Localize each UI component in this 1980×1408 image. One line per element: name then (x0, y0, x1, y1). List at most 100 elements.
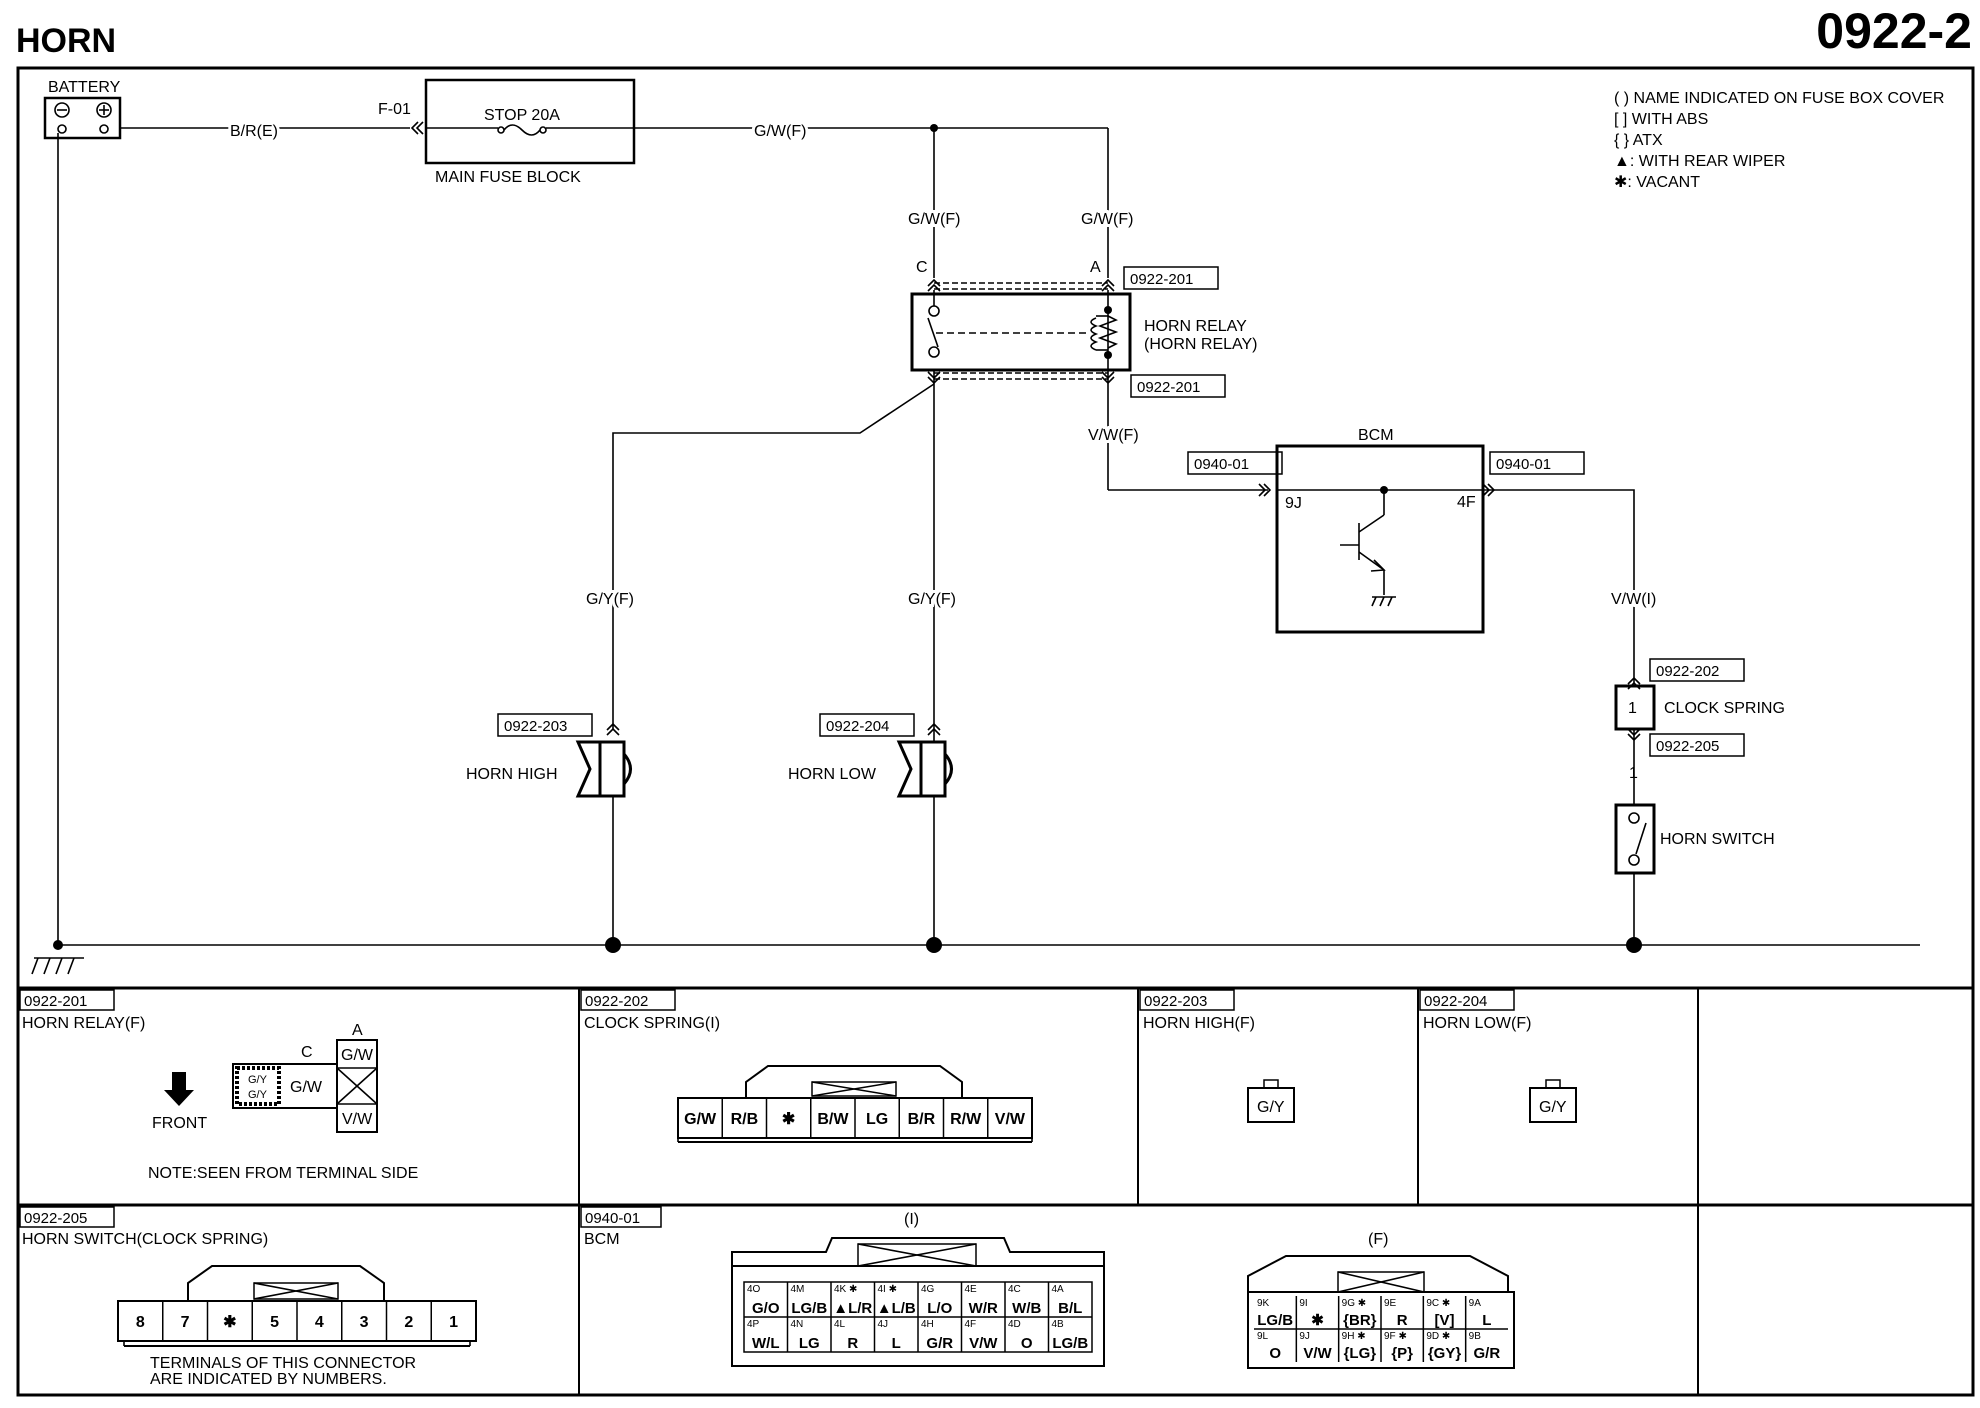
pin-wire: G/O (752, 1300, 780, 1317)
svg-text:HORN RELAY(F): HORN RELAY(F) (22, 1015, 145, 1032)
connector-pin: ✱ (223, 1314, 236, 1331)
connector-pin: ✱ (782, 1111, 795, 1128)
clock-conn-bot (1649, 733, 1745, 757)
svg-text:✱: VACANT: ✱: VACANT (1614, 174, 1700, 191)
svg-text:CLOCK SPRING: CLOCK SPRING (1664, 700, 1785, 717)
horn-high-conn (497, 713, 593, 737)
svg-text:HORN LOW: HORN LOW (788, 766, 877, 783)
pin-wire: B/L (1058, 1300, 1082, 1317)
pin-wire: V/W (1303, 1345, 1332, 1362)
bcm-conn-left (1187, 451, 1283, 475)
connector-pin: 5 (270, 1314, 279, 1331)
connector-pin: B/W (817, 1111, 849, 1128)
pin-wire: W/B (1012, 1300, 1041, 1317)
pin-wire: {GY} (1428, 1345, 1462, 1362)
fuse-terminal: F-01 (378, 101, 411, 118)
connector-0922-204: 0922-204 HORN LOW(F) G/Y (1419, 989, 1577, 1123)
svg-text:HORN SWITCH: HORN SWITCH (1660, 831, 1775, 848)
pin-wire: [V] (1435, 1312, 1455, 1329)
svg-text:ARE INDICATED BY NUMBERS.: ARE INDICATED BY NUMBERS. (150, 1371, 387, 1388)
pin-number: 4F (965, 1319, 977, 1330)
pin-number: 4H (921, 1319, 934, 1330)
svg-text:0922-201: 0922-201 (24, 993, 87, 1010)
svg-text:HORN LOW(F): HORN LOW(F) (1423, 1015, 1531, 1032)
pin-number: 9A (1469, 1298, 1482, 1309)
svg-text:A: A (352, 1022, 363, 1039)
pin-number: 9C ✱ (1426, 1298, 1450, 1309)
connector-pin: V/W (995, 1111, 1026, 1128)
svg-text:4F: 4F (1457, 494, 1476, 511)
connector-pin: G/W (684, 1111, 717, 1128)
svg-text:C: C (301, 1044, 313, 1061)
pin-wire: R (847, 1335, 858, 1352)
pin-wire: G/R (1473, 1345, 1500, 1362)
pin-number: 4A (1052, 1284, 1065, 1295)
pin-number: 9L (1257, 1331, 1269, 1342)
wire-label-b-r-e: B/R(E) (230, 123, 278, 140)
connector-pin: 2 (404, 1314, 413, 1331)
connector-0922-201: 0922-201 HORN RELAY(F) FRONT C A G/Y G/Y… (19, 989, 418, 1182)
wire-label-relay-a: G/W(F) (1081, 211, 1133, 228)
svg-text:9J: 9J (1285, 495, 1302, 512)
svg-text:0922-204: 0922-204 (826, 718, 889, 735)
horn-relay: C A 0922-201 HORN RELAY (HORN RELAY) 092… (910, 259, 1258, 398)
pin-wire: W/L (752, 1335, 780, 1352)
connector-0922-203: 0922-203 HORN HIGH(F) G/Y (1139, 989, 1295, 1123)
pin-number: 9B (1469, 1331, 1482, 1342)
svg-text:G/Y: G/Y (1539, 1099, 1567, 1116)
svg-text:0922-203: 0922-203 (504, 718, 567, 735)
svg-text:0922-201: 0922-201 (1130, 271, 1193, 288)
pin-wire: L (892, 1335, 901, 1352)
wire-label-relay-c: G/W(F) (908, 211, 960, 228)
connector-pin: 7 (181, 1314, 190, 1331)
pin-number: 4K ✱ (834, 1284, 857, 1295)
svg-text:TERMINALS OF THIS CONNECTOR: TERMINALS OF THIS CONNECTOR (150, 1355, 416, 1372)
connector-pin: R/W (950, 1111, 982, 1128)
horn-high: 0922-203 HORN HIGH (466, 713, 632, 798)
svg-text:0940-01: 0940-01 (1496, 456, 1551, 473)
svg-text:MAIN FUSE BLOCK: MAIN FUSE BLOCK (435, 169, 581, 186)
svg-text:0940-01: 0940-01 (1194, 456, 1249, 473)
page-number: 0922-2 (1816, 3, 1972, 59)
svg-text:C: C (916, 259, 928, 276)
svg-text:HORN RELAY: HORN RELAY (1144, 318, 1247, 335)
pin-number: 9J (1299, 1331, 1310, 1342)
wire-label-horn-high: G/Y(F) (586, 591, 634, 608)
svg-text:G/Y: G/Y (248, 1089, 268, 1101)
svg-text:0922-205: 0922-205 (1656, 738, 1719, 755)
svg-text:CLOCK SPRING(I): CLOCK SPRING(I) (584, 1015, 720, 1032)
relay-conn-top (1123, 266, 1219, 290)
pin-number: 4O (747, 1284, 761, 1295)
connector-pin: R/B (731, 1111, 759, 1128)
svg-text:0922-203: 0922-203 (1144, 993, 1207, 1010)
pin-number: 4D (1008, 1319, 1021, 1330)
pin-number: 9F ✱ (1384, 1331, 1407, 1342)
svg-text:G/W: G/W (290, 1079, 323, 1096)
pin-number: 4B (1052, 1319, 1065, 1330)
pin-number: 9E (1384, 1298, 1397, 1309)
pin-number: 4E (965, 1284, 978, 1295)
svg-text:NOTE:SEEN FROM TERMINAL SIDE: NOTE:SEEN FROM TERMINAL SIDE (148, 1165, 418, 1182)
pin-number: 4J (878, 1319, 889, 1330)
pin-number: 4M (791, 1284, 805, 1295)
bcm-conn-right (1489, 451, 1585, 475)
pin-wire: G/R (926, 1335, 953, 1352)
pin-wire: LG/B (1052, 1335, 1088, 1352)
ground-symbol (31, 957, 84, 975)
svg-text:0922-205: 0922-205 (24, 1210, 87, 1227)
bcm-module: BCM 0940-01 0940-01 9J 4F (1187, 427, 1585, 634)
svg-text:HORN HIGH: HORN HIGH (466, 766, 558, 783)
connector-pin: LG (866, 1111, 888, 1128)
clock-spring: 0922-202 1 CLOCK SPRING 0922-205 1 (1614, 658, 1785, 782)
svg-text:{ } ATX: { } ATX (1614, 132, 1663, 149)
relay-conn-bot (1130, 374, 1226, 398)
svg-text:BCM: BCM (1358, 427, 1394, 444)
pin-number: 4I ✱ (878, 1284, 898, 1295)
svg-text:G/Y: G/Y (248, 1074, 268, 1086)
pin-wire: ✱ (1311, 1312, 1324, 1329)
svg-text:[ ] WITH ABS: [ ] WITH ABS (1614, 111, 1708, 128)
